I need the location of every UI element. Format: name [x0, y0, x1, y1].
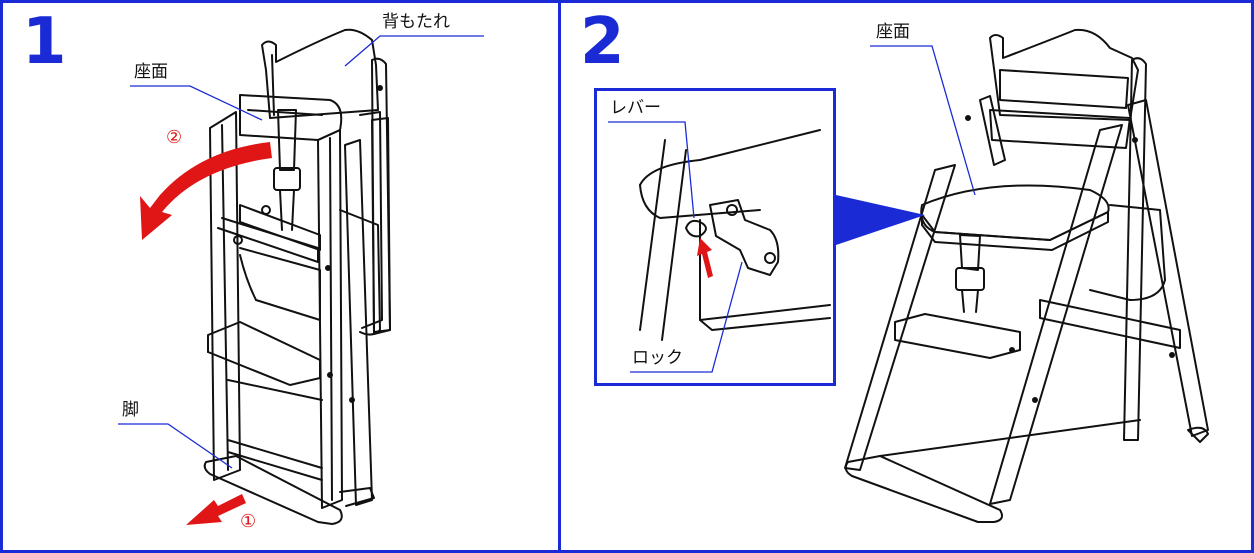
label-lock: ロック	[632, 348, 683, 368]
leader-seat-1	[130, 85, 263, 121]
open-chair-illustration	[844, 28, 1209, 523]
step-number-1: 1	[22, 5, 67, 79]
lock-detail-inset	[594, 88, 836, 386]
step-mark-2: ②	[166, 127, 183, 148]
push-arrow	[697, 238, 713, 278]
label-backrest: 背もたれ	[382, 12, 450, 32]
leader-lever	[608, 121, 695, 219]
panel-step-2	[558, 0, 1254, 553]
label-leg: 脚	[122, 400, 139, 420]
step-mark-1: ①	[240, 511, 257, 532]
panel-step-1	[0, 0, 561, 553]
fold-arrow	[140, 142, 272, 240]
pull-arrow	[186, 494, 246, 525]
label-seat-panel1: 座面	[134, 62, 168, 82]
leader-lock	[630, 261, 743, 373]
lever-lock-detail	[639, 129, 831, 341]
step-number-2: 2	[580, 5, 625, 79]
leader-backrest	[344, 35, 484, 67]
label-lever: レバー	[610, 98, 661, 118]
folded-chair-illustration	[203, 28, 391, 525]
detail-pointer-wedge	[836, 195, 925, 245]
leader-leg	[118, 423, 233, 469]
label-seat-panel2: 座面	[876, 22, 910, 42]
leader-seat-2	[870, 45, 976, 196]
